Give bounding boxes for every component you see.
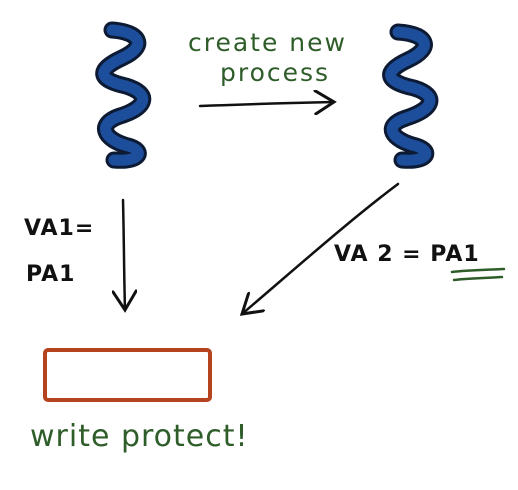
thread-right-icon [382,23,439,169]
create-new-label: create new [188,28,347,57]
pa1-left-label: PA1 [26,262,76,287]
process-label: process [220,58,331,87]
physical-page-box [43,348,212,402]
va1-arrow [123,198,125,310]
write-protect-label: write protect! [30,419,249,454]
create-process-arrow [198,102,334,106]
va1-label: VA1= [24,216,95,241]
va2-arrow [242,182,400,314]
va2-label: VA 2 = PA1 [334,242,480,267]
pa1-underline [450,267,506,282]
thread-left-icon [95,21,151,169]
